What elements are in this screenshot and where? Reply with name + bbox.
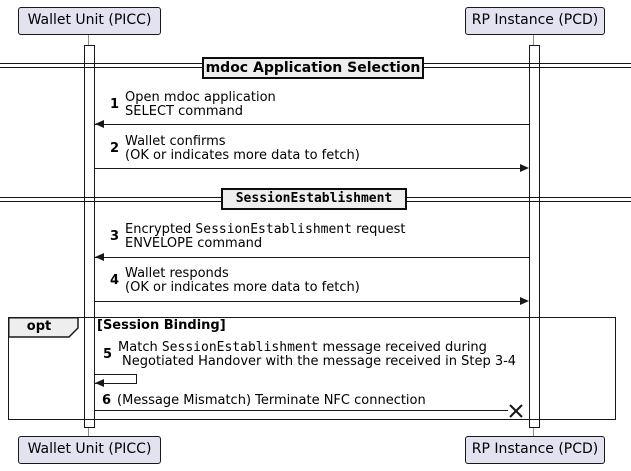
lifeline-rp-top — [533, 35, 534, 45]
opt-operator-label: opt — [26, 319, 52, 334]
lifeline-wallet-bottom — [88, 428, 89, 436]
message-1-arrow-line — [95, 124, 529, 125]
participant-rp-bottom: RP Instance (PCD) — [465, 436, 605, 464]
participant-wallet-bottom: Wallet Unit (PICC) — [18, 436, 161, 464]
message-6-terminate-x-icon — [509, 404, 523, 418]
message-2-arrow-line — [95, 168, 520, 169]
message-2-arrowhead-icon — [520, 164, 529, 172]
participant-rp-top: RP Instance (PCD) — [465, 7, 605, 35]
message-3-label: 3 Encrypted SessionEstablishment request… — [110, 223, 406, 251]
lifeline-rp-bottom — [533, 428, 534, 436]
participant-wallet-top: Wallet Unit (PICC) — [18, 7, 161, 35]
message-6-arrow-line — [95, 410, 508, 411]
divider-mdoc-application-selection: mdoc Application Selection — [202, 57, 424, 79]
message-1-label: 1 Open mdoc application SELECT command — [110, 91, 276, 119]
message-4-label: 4 Wallet responds (OK or indicates more … — [110, 267, 360, 295]
message-4-arrow-line — [95, 301, 520, 302]
message-1-number: 1 — [110, 97, 120, 112]
message-4-number: 4 — [110, 273, 120, 288]
opt-guard-label: [Session Binding] — [97, 318, 226, 333]
message-6-number: 6 — [102, 393, 112, 408]
activation-bar-wallet — [84, 45, 95, 428]
message-3-arrow-line — [95, 257, 529, 258]
message-1-arrowhead-icon — [95, 120, 104, 128]
message-6-text: (Message Mismatch) Terminate NFC connect… — [117, 393, 426, 408]
message-2-text: Wallet confirms (OK or indicates more da… — [125, 134, 360, 163]
message-5-selfloop-right — [136, 374, 137, 384]
message-2-number: 2 — [110, 141, 120, 156]
message-5-number: 5 — [103, 347, 113, 362]
opt-fragment-frame — [8, 317, 616, 420]
message-3-number: 3 — [110, 229, 120, 244]
message-2-label: 2 Wallet confirms (OK or indicates more … — [110, 135, 360, 163]
message-5-selfloop-bottom — [95, 383, 137, 384]
message-3-text: Encrypted SessionEstablishment request E… — [125, 222, 406, 251]
message-5-selfloop-top — [95, 374, 137, 375]
message-4-arrowhead-icon — [520, 297, 529, 305]
message-6-label: 6 (Message Mismatch) Terminate NFC conne… — [102, 394, 426, 408]
message-5-text: Match SessionEstablishment message recei… — [118, 340, 517, 369]
message-4-text: Wallet responds (OK or indicates more da… — [125, 266, 360, 295]
message-3-arrowhead-icon — [95, 253, 104, 261]
opt-operator-pentagon — [8, 317, 79, 338]
lifeline-wallet-top — [88, 35, 89, 45]
message-5-arrowhead-icon — [95, 379, 104, 387]
message-1-text: Open mdoc application SELECT command — [125, 90, 276, 119]
activation-bar-rp — [529, 45, 540, 428]
divider-session-establishment: SessionEstablishment — [221, 188, 407, 210]
message-5-label: 5 Match SessionEstablishment message rec… — [103, 341, 516, 369]
